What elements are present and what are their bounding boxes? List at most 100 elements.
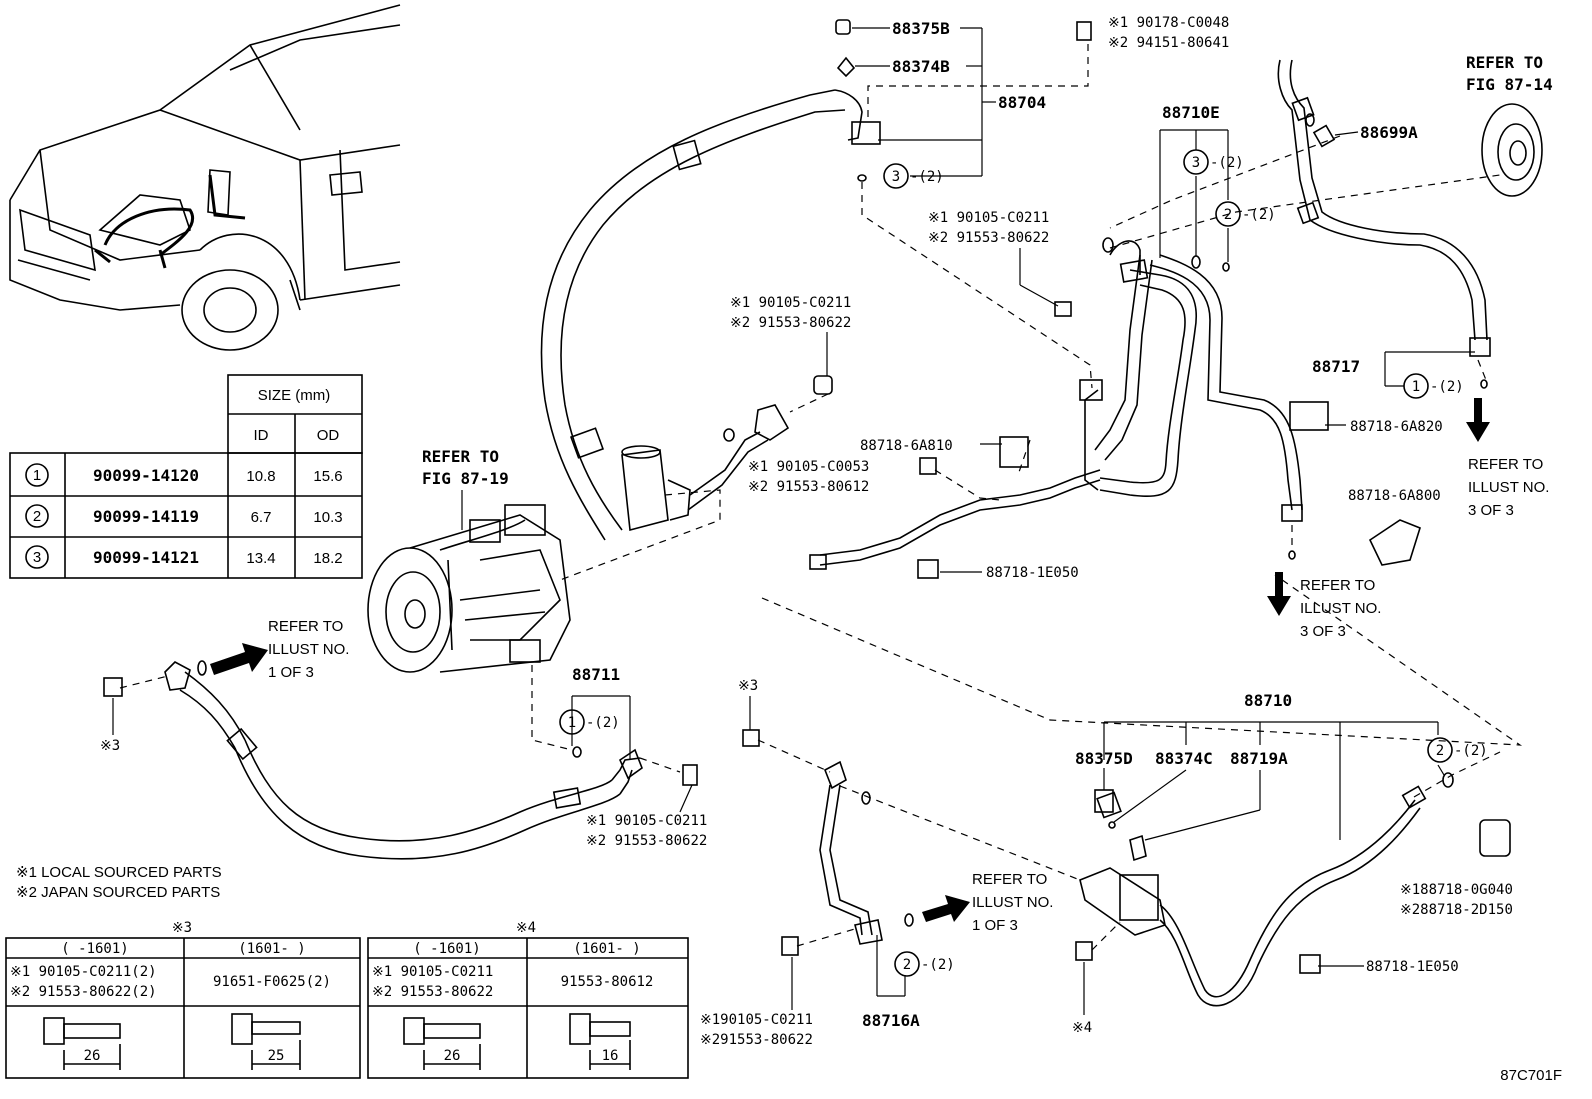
bolt-table-mark: ※4: [516, 920, 536, 936]
refer-note: 1 OF 3: [972, 917, 1018, 934]
bolt-table-part: 91651-F0625(2): [213, 974, 331, 990]
size-table: [9, 374, 363, 579]
bolt-length: 25: [268, 1048, 285, 1064]
refer-note: REFER TO: [972, 871, 1047, 888]
part-label: 88718-6A800: [1348, 488, 1441, 504]
bolt-table-part: ※1 90105-C0211: [372, 964, 493, 980]
legend-note: ※1 LOCAL SOURCED PARTS: [16, 864, 222, 881]
arrows: [210, 398, 1490, 922]
bolt-table-part: ※2 91553-80622(2): [10, 984, 157, 1000]
fasteners: [103, 19, 1511, 974]
size-row-id: 13.4: [246, 550, 275, 567]
bolt-table-col: (1601- ): [238, 941, 305, 957]
size-row-part: 90099-14119: [93, 507, 199, 526]
part-label: 88374B: [892, 57, 950, 76]
part-label: 88718-1E050: [986, 565, 1079, 581]
callout-text: ※2 91553-80622: [928, 230, 1049, 246]
bolt-table-part: ※2 91553-80622: [372, 984, 493, 1000]
liquid-tube-88710: [1079, 785, 1427, 1007]
part-label: 88375B: [892, 19, 950, 38]
callout-text: ※1 90105-C0211: [586, 813, 707, 829]
part-label: 88717: [1312, 357, 1360, 376]
mark-4: ※4: [1072, 1020, 1092, 1036]
refer-note: REFER TO: [1468, 456, 1543, 473]
callout-text: ※2 91553-80622: [586, 833, 707, 849]
size-header: SIZE (mm): [258, 387, 331, 404]
arrow-right-icon: [922, 895, 970, 922]
suction-hose-88704: [540, 89, 881, 541]
part-label: 88710: [1244, 691, 1292, 710]
size-row-part: 90099-14120: [93, 466, 199, 485]
callout-text: ※1 90105-C0211: [928, 210, 1049, 226]
tube-88716A: [819, 760, 883, 945]
bolt-table-part: ※1 90105-C0211(2): [10, 964, 157, 980]
ac-lines-highlight: [94, 174, 246, 269]
part-label: 88711: [572, 665, 620, 684]
ring-number: 2: [903, 957, 911, 973]
diagram-code: 87C701F: [1500, 1067, 1562, 1084]
refer-note: 3 OF 3: [1468, 502, 1514, 519]
part-label: 88699A: [1360, 123, 1418, 142]
ring-callouts: [559, 149, 1453, 977]
refer-note: FIG 87-14: [1466, 75, 1553, 94]
refer-note: REFER TO: [1300, 577, 1375, 594]
size-col-id: ID: [254, 427, 269, 444]
callout-text: ※190105-C0211: [700, 1012, 813, 1028]
bolt-length: 26: [444, 1048, 461, 1064]
leader-lines: [112, 27, 1475, 1015]
size-row-od: 10.3: [313, 509, 342, 526]
size-row-od: 15.6: [313, 468, 342, 485]
refer-note: ILLUST NO.: [972, 894, 1053, 911]
arrow-right-icon: [210, 643, 268, 675]
callout-text: ※2 91553-80612: [748, 479, 869, 495]
ring-qty: -(2): [921, 957, 955, 973]
bolt-tables: [5, 937, 689, 1079]
refer-note: 3 OF 3: [1300, 623, 1346, 640]
callout-text: ※188718-0G040: [1400, 882, 1513, 898]
ring-number: 2: [1224, 207, 1232, 223]
callout-text: ※1 90105-C0053: [748, 459, 869, 475]
size-row-id: 6.7: [251, 509, 272, 526]
bolt-table-mark: ※3: [172, 920, 192, 936]
callout-text: ※288718-2D150: [1400, 902, 1513, 918]
part-label: 88374C: [1155, 749, 1213, 768]
ring-number: 3: [892, 169, 900, 185]
part-label: 88704: [998, 93, 1046, 112]
mark-3: ※3: [100, 738, 120, 754]
ring-qty: -(2): [1454, 743, 1488, 759]
legend-note: ※2 JAPAN SOURCED PARTS: [16, 884, 220, 901]
tube-88710E: [809, 240, 1303, 570]
dashed-lines: [119, 44, 1523, 951]
vehicle-illustration: [9, 4, 401, 351]
part-label: 88718-6A820: [1350, 419, 1443, 435]
tube-88717: [1277, 59, 1543, 357]
discharge-hose-88711: [164, 661, 643, 860]
refer-note: REFER TO: [422, 447, 499, 466]
callout-text: ※2 94151-80641: [1108, 35, 1229, 51]
callout-text: ※1 90178-C0048: [1108, 15, 1229, 31]
part-label: 88716A: [862, 1011, 920, 1030]
callout-text: ※291553-80622: [700, 1032, 813, 1048]
size-row-idx: 1: [33, 467, 41, 484]
refer-note: ILLUST NO.: [1468, 479, 1549, 496]
callout-text: ※2 91553-80622: [730, 315, 851, 331]
part-label: 88719A: [1230, 749, 1288, 768]
ring-qty: -(2): [910, 169, 944, 185]
part-label: 88718-6A810: [860, 438, 953, 454]
refer-note: FIG 87-19: [422, 469, 509, 488]
bolt-table-part: 91553-80612: [561, 974, 654, 990]
size-row-od: 18.2: [313, 550, 342, 567]
refer-note: 1 OF 3: [268, 664, 314, 681]
part-label: 88718-1E050: [1366, 959, 1459, 975]
mark-3: ※3: [738, 678, 758, 694]
part-label: 88710E: [1162, 103, 1220, 122]
refer-note: REFER TO: [268, 618, 343, 635]
o-rings: [197, 113, 1488, 927]
ring-number: 1: [1412, 379, 1420, 395]
ring-qty: -(2): [1210, 155, 1244, 171]
bolt-length: 26: [84, 1048, 101, 1064]
ring-number: 2: [1436, 743, 1444, 759]
ring-qty: -(2): [1242, 207, 1276, 223]
